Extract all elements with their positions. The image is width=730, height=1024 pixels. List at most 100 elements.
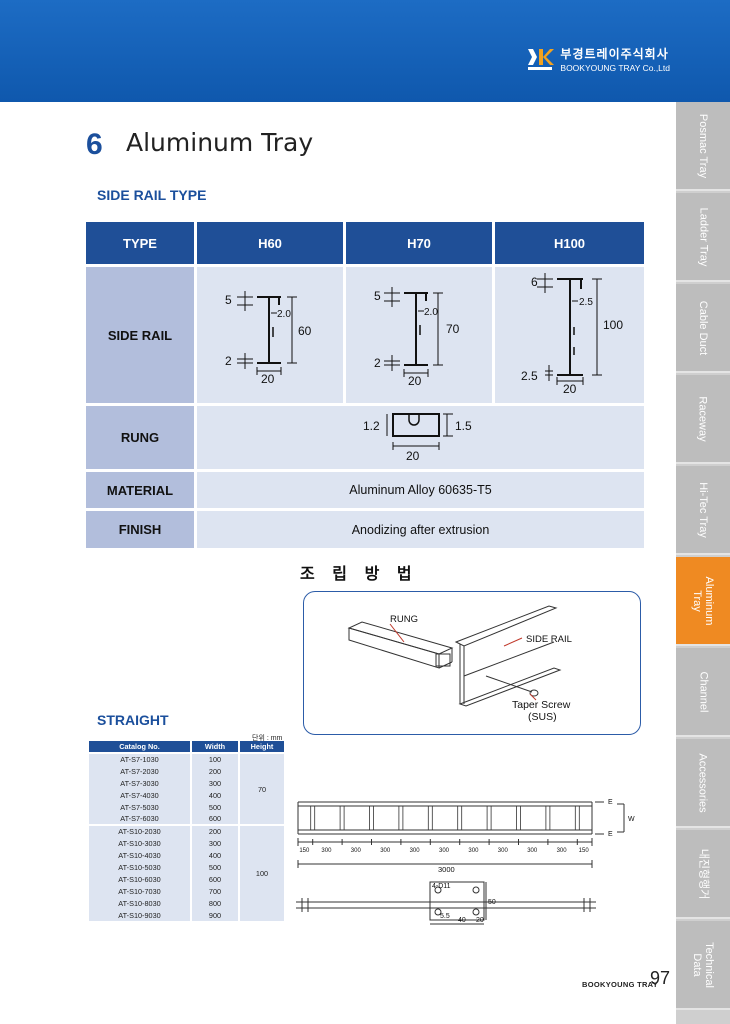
brand-name-ko: 부경트레이주식회사 [560, 47, 669, 61]
assembly-screw-material: (SUS) [528, 711, 557, 723]
side-rail-section-title: SIDE RAIL TYPE [97, 187, 207, 203]
type-header: TYPE [86, 222, 194, 264]
assembly-title: 조 립 방 법 [300, 564, 418, 583]
finish-value: Anodizing after extrusion [197, 511, 644, 548]
spacing-label: 150 [299, 848, 310, 854]
rung-left-dim: 1.2 [363, 419, 380, 433]
tab-aluminum-tray[interactable]: Aluminum Tray [676, 557, 730, 646]
table-row: AT-S7-2030 [89, 765, 192, 777]
h60-rail-cell: 5 2.0 60 2 20 [197, 267, 343, 403]
spacing-label: 150 [579, 848, 590, 854]
side-tabs: Posmac Tray Ladder Tray Cable Duct Racew… [676, 102, 730, 1024]
spacing-label: 300 [439, 848, 450, 854]
dim-5-5: 5.5 [440, 913, 450, 920]
type-h70-header: H70 [346, 222, 492, 264]
section-number: 6 [86, 128, 103, 161]
h70-height-dim: 70 [446, 322, 460, 336]
table-row: AT-S10-4030 [89, 849, 192, 861]
table-row: AT-S7-4030 [89, 789, 192, 801]
spacing-label: 300 [527, 848, 538, 854]
table-row: AT-S10-2030 [89, 824, 192, 837]
tab-ladder-tray[interactable]: Ladder Tray [676, 193, 730, 282]
table-row: AT-S10-3030 [89, 837, 192, 849]
tab-hi-tec-tray[interactable]: Hi-Tec Tray [676, 466, 730, 555]
finish-label: FINISH [86, 511, 194, 548]
h60-top-dim: 5 [225, 293, 232, 307]
ladder-rung [457, 805, 463, 831]
height-100: 100 [239, 824, 286, 921]
tab-posmac-tray[interactable]: Posmac Tray [676, 102, 730, 191]
h100-thick-dim: 2.5 [579, 297, 593, 308]
straight-section-title: STRAIGHT [97, 712, 169, 728]
ladder-rung [310, 805, 316, 831]
h70-rail-drawing: 5 2.0 70 2 20 [374, 287, 460, 388]
rung-drawing: 1.2 1.5 20 [363, 413, 472, 463]
table-row: AT-S7-3030 [89, 777, 192, 789]
side-rail-label: SIDE RAIL [86, 267, 194, 403]
w-label: W [628, 816, 635, 823]
ladder-rung [369, 805, 374, 831]
height-70: 70 [239, 752, 286, 825]
h60-height-dim: 60 [298, 324, 312, 338]
page-title: Aluminum Tray [126, 128, 314, 157]
table-row: AT-S7-5030 [89, 801, 192, 813]
width-header: Width [191, 741, 240, 753]
dim-50: 50 [488, 899, 496, 906]
assembly-rung-label: RUNG [390, 614, 418, 625]
e-label-bottom: E [608, 831, 613, 838]
unit-label: 단위 : mm [252, 735, 283, 742]
h70-rail-cell: 5 2.0 70 2 20 [346, 267, 492, 403]
table-row: AT-S10-6030 [89, 873, 192, 885]
h100-width-dim: 20 [563, 382, 577, 396]
ladder-rung [486, 805, 492, 831]
ladder-rung [516, 805, 521, 831]
spacing-label: 300 [380, 848, 391, 854]
table-row: AT-S10-9030 [89, 909, 192, 921]
ladder-rung [398, 805, 404, 831]
ladder-rung [427, 805, 433, 831]
tab-raceway[interactable]: Raceway [676, 375, 730, 464]
rung-cell: 1.2 1.5 20 [197, 406, 644, 469]
spacing-label: 300 [557, 848, 568, 854]
assembly-side-rail-label: SIDE RAIL [526, 634, 572, 645]
h100-height-dim: 100 [603, 318, 623, 332]
h70-width-dim: 20 [408, 374, 422, 388]
tab-seismic-hanger[interactable]: 내진형행거 [676, 830, 730, 919]
table-row: AT-S7-6030 [89, 813, 192, 825]
type-h100-header: H100 [495, 222, 644, 264]
h100-top-dim: 6 [531, 275, 538, 289]
rung-width-dim: 20 [406, 449, 420, 463]
dim-20: 20 [476, 917, 484, 924]
table-row: AT-S10-8030 [89, 897, 192, 909]
spacing-label: 300 [468, 848, 479, 854]
rung-right-dim: 1.5 [455, 419, 472, 433]
h60-thick-dim: 2.0 [277, 309, 291, 320]
tab-cable-duct[interactable]: Cable Duct [676, 284, 730, 373]
ladder-rung [545, 805, 551, 831]
h60-rail-drawing: 5 2.0 60 2 20 [225, 291, 312, 386]
tab-channel[interactable]: Channel [676, 648, 730, 737]
spacing-label: 300 [351, 848, 362, 854]
brand-name-en: BOOKYOUNG TRAY Co.,Ltd [560, 63, 670, 73]
table-row: AT-S10-7030 [89, 885, 192, 897]
material-value: Aluminum Alloy 60635-T5 [197, 472, 644, 508]
page-header: 부경트레이주식회사 BOOKYOUNG TRAY Co.,Ltd [0, 0, 730, 102]
h70-top-dim: 5 [374, 289, 381, 303]
dim-40: 40 [458, 917, 466, 924]
type-h60-header: H60 [197, 222, 343, 264]
spacing-label: 300 [321, 848, 332, 854]
rung-label: RUNG [86, 406, 194, 469]
tab-accessories[interactable]: Accessories [676, 739, 730, 828]
tab-technical-data[interactable]: Technical Data [676, 921, 730, 1010]
assembly-diagram: RUNG SIDE RAIL Taper Screw (SUS) [303, 591, 641, 735]
page-number: 97 [650, 968, 671, 988]
spacing-label: 300 [498, 848, 509, 854]
footer-brand: BOOKYOUNG TRAY [582, 980, 659, 989]
ladder-rungs [310, 805, 580, 831]
total-length: 3000 [438, 865, 455, 874]
hole-label: 4-D11 [432, 883, 451, 890]
brand: 부경트레이주식회사 BOOKYOUNG TRAY Co.,Ltd [526, 45, 670, 73]
